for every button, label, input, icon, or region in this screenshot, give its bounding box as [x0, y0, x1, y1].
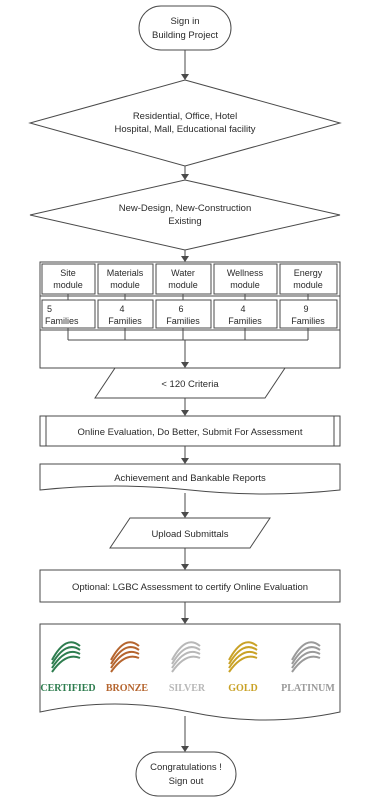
- silver-leaf-icon: [171, 641, 201, 673]
- reports-label: Achievement and Bankable Reports: [114, 473, 266, 484]
- certified-label: CERTIFIED: [40, 683, 95, 694]
- module-energy: [279, 263, 338, 295]
- platinum-label: PLATINUM: [281, 683, 335, 694]
- families-energy-unit: Families: [291, 316, 325, 326]
- certified-leaf-icon: [51, 641, 81, 673]
- project-stage-line1: New-Design, New-Construction: [119, 203, 252, 214]
- criteria-parallelogram: [94, 367, 286, 399]
- end-line1: Congratulations !: [150, 762, 222, 773]
- module-materials-name: Materials: [107, 268, 144, 278]
- online-evaluation-process: [39, 415, 341, 447]
- module-water: [155, 263, 212, 295]
- module-wellness-name: Wellness: [227, 268, 264, 278]
- upload-label: Upload Submittals: [151, 529, 228, 540]
- module-energy-name: Energy: [294, 268, 323, 278]
- gold-label: GOLD: [228, 683, 257, 694]
- bronze-leaf-icon: [110, 641, 140, 673]
- families-site-unit: Families: [45, 316, 79, 326]
- silver-label: SILVER: [169, 683, 206, 694]
- module-wellness: [213, 263, 278, 295]
- online-evaluation-label: Online Evaluation, Do Better, Submit For…: [78, 427, 303, 438]
- families-materials-unit: Families: [108, 316, 142, 326]
- families-water: [155, 299, 212, 329]
- module-energy-suffix: module: [293, 280, 323, 290]
- building-type-line2: Hospital, Mall, Educational facility: [115, 124, 256, 135]
- module-water-name: Water: [171, 268, 195, 278]
- module-materials: [97, 263, 154, 295]
- bronze-label: BRONZE: [106, 683, 149, 694]
- building-type-decision: [28, 79, 342, 167]
- families-wellness-unit: Families: [228, 316, 262, 326]
- families-wellness-count: 4: [240, 304, 245, 314]
- module-site-name: Site: [60, 268, 76, 278]
- building-type-line1: Residential, Office, Hotel: [133, 111, 237, 122]
- assessment-label: Optional: LGBC Assessment to certify Onl…: [72, 582, 308, 593]
- platinum-leaf-icon: [291, 641, 321, 673]
- end-terminal: [135, 751, 237, 797]
- module-wellness-suffix: module: [230, 280, 260, 290]
- end-line2: Sign out: [169, 776, 204, 787]
- certification-document: [39, 623, 341, 721]
- gold-leaf-icon: [228, 641, 258, 673]
- reports-document: [39, 463, 341, 495]
- module-materials-suffix: module: [110, 280, 140, 290]
- module-site-suffix: module: [53, 280, 83, 290]
- families-site-count: 5: [47, 304, 52, 314]
- module-water-suffix: module: [168, 280, 198, 290]
- families-water-count: 6: [178, 304, 183, 314]
- start-line2: Building Project: [152, 30, 218, 41]
- families-water-unit: Families: [166, 316, 200, 326]
- families-site: [41, 299, 96, 329]
- upload-parallelogram: [109, 517, 271, 549]
- start-terminal: [138, 5, 232, 51]
- project-stage-decision: [29, 179, 341, 251]
- families-materials-count: 4: [119, 304, 124, 314]
- start-line1: Sign in: [170, 16, 199, 27]
- families-wellness: [213, 299, 278, 329]
- assessment-process: [39, 569, 341, 603]
- project-stage-line2: Existing: [168, 216, 201, 227]
- criteria-label: < 120 Criteria: [161, 379, 219, 390]
- families-energy-count: 9: [303, 304, 308, 314]
